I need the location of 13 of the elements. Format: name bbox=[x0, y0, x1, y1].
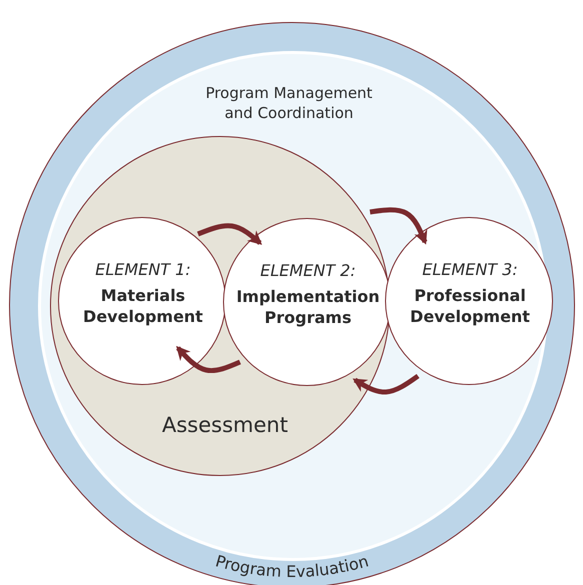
curved-arrow bbox=[352, 374, 420, 395]
curved-arrow bbox=[197, 223, 262, 245]
element-heading: ELEMENT 1: bbox=[94, 260, 192, 279]
ring-label: Program Evaluation bbox=[212, 550, 370, 581]
element-title: Implementation Programs bbox=[235, 287, 381, 329]
element-heading: ELEMENT 2: bbox=[259, 261, 357, 280]
circle-label: Program Management and Coordination bbox=[204, 84, 374, 123]
element-title: Materials Development bbox=[82, 286, 204, 328]
curved-arrow bbox=[176, 346, 241, 374]
element-heading: ELEMENT 3: bbox=[421, 260, 519, 279]
circle-label: Assessment bbox=[161, 413, 289, 437]
element-title: Professional Development bbox=[409, 286, 531, 328]
curved-arrow bbox=[370, 207, 428, 245]
